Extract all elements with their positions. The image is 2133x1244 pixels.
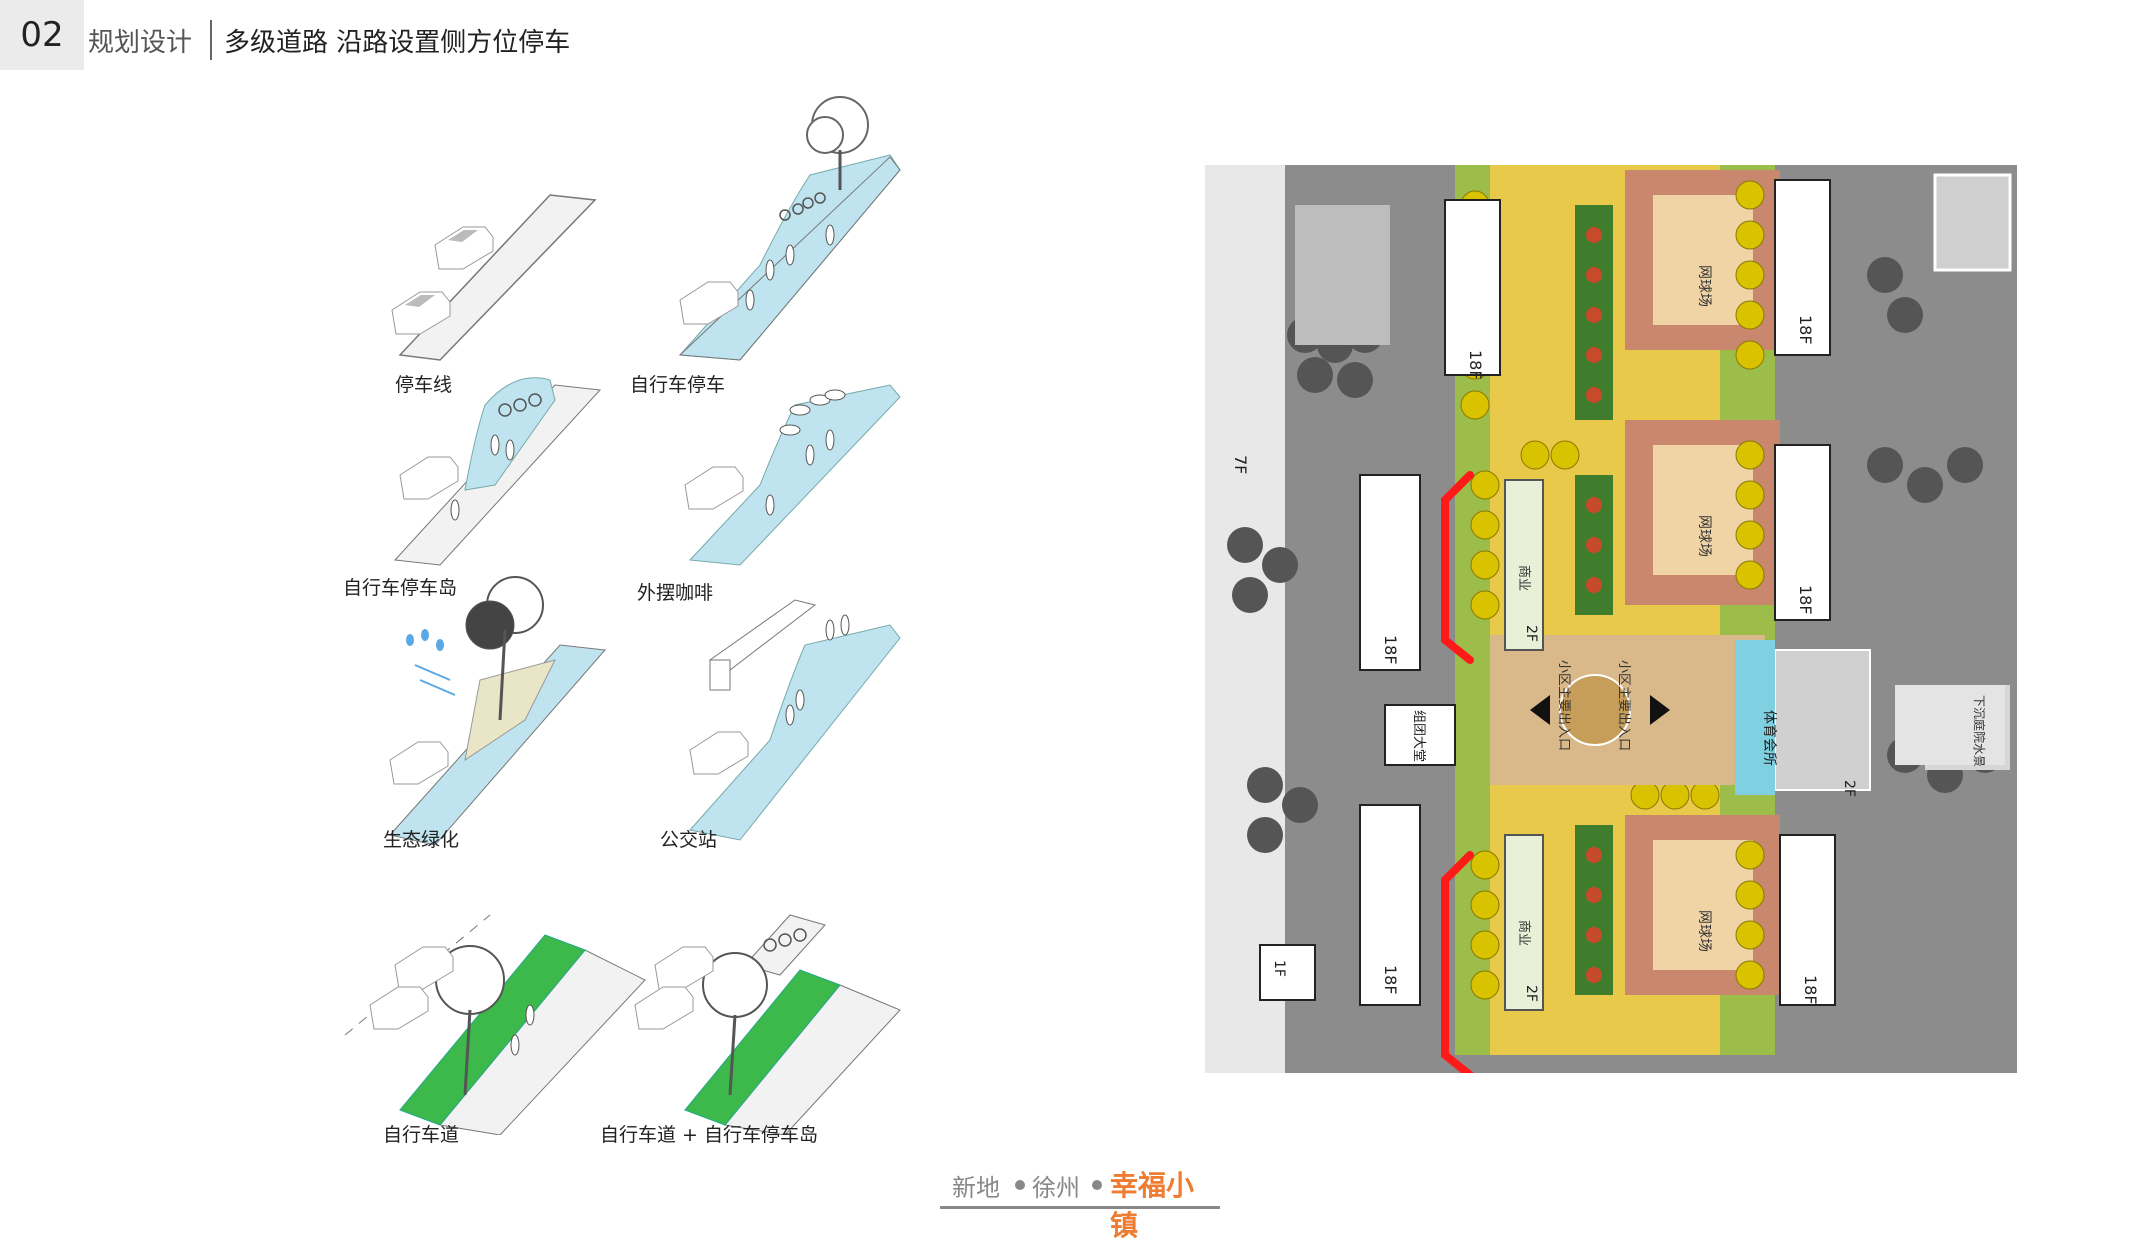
cafe-table-icon [779, 389, 846, 436]
diagram-label: 自行车道 + 自行车停车岛 [600, 1124, 818, 1146]
floor-label: 2F [1841, 780, 1857, 797]
page-number: 02 [0, 0, 84, 70]
tennis-label: 网球场 [1696, 265, 1712, 307]
sunken-plaza-label: 下沉庭院水景 [1972, 695, 1987, 767]
diagram-label: 公交站 [660, 829, 718, 851]
section-name: 规划设计 [88, 28, 193, 58]
floor-label: 18F [1801, 975, 1820, 1005]
car-icon [391, 291, 451, 335]
commercial-label: 商业 [1516, 920, 1531, 946]
header-divider [210, 20, 212, 60]
car-icon [399, 456, 459, 500]
tree-row [1586, 227, 1602, 983]
floor-label: 18F [1796, 585, 1815, 615]
diagram-label: 生态绿化 [383, 829, 460, 851]
tree-icon [806, 96, 869, 190]
footer-underline [940, 1206, 1220, 1209]
roadside-parking-highlight [1441, 851, 1474, 1073]
entrance-label: 小区主要出入口 [1616, 660, 1631, 751]
rain-icon [406, 629, 444, 651]
floor-label: 18F [1381, 635, 1400, 665]
tree-icon [702, 952, 768, 1096]
car-icon [684, 466, 744, 510]
page-title: 多级道路 沿路设置侧方位停车 [224, 28, 571, 58]
diagram-bike-parking-island [393, 377, 602, 566]
floor-label: 2F [1523, 625, 1539, 642]
car-icon [434, 226, 494, 270]
entrance-arrow-icon [1530, 695, 1550, 725]
commercial-label: 商业 [1516, 565, 1531, 591]
flow-arrow-icon [414, 664, 456, 696]
tennis-label: 网球场 [1696, 910, 1712, 952]
floor-label: 18F [1381, 965, 1400, 995]
bike-icon [763, 928, 807, 952]
bike-icon [779, 192, 826, 221]
group-building-label: 组团大堂 [1411, 710, 1426, 762]
car-icon [389, 741, 449, 785]
diagram-bike-lane-island [634, 914, 901, 1135]
tree-icon [465, 576, 544, 721]
diagram-label: 自行车停车 [630, 374, 726, 396]
people-icon [785, 614, 850, 726]
roadside-parking-highlight [1441, 471, 1474, 664]
diagram-outdoor-cafe [684, 384, 901, 566]
entrance-arrow-icon [1650, 695, 1670, 725]
footer-dot [1092, 1180, 1102, 1190]
diagram-label: 自行车道 [383, 1124, 460, 1146]
diagram-bus-stop [689, 599, 901, 841]
floor-label: 7F [1231, 455, 1250, 474]
group-building [1384, 704, 1456, 766]
people-icon [450, 434, 515, 521]
tennis-label: 网球场 [1696, 515, 1712, 557]
floor-label: 18F [1466, 350, 1485, 380]
bike-icon [498, 393, 542, 417]
bus-shelter-icon [709, 599, 817, 691]
people-icon [510, 1004, 535, 1056]
floor-label: 1F [1271, 960, 1287, 977]
footer-city: 徐州 [1032, 1174, 1080, 1202]
commercial-building [1504, 834, 1544, 1011]
footer-company: 新地 [952, 1174, 1000, 1202]
small-building [1259, 944, 1316, 1001]
car-icon [634, 946, 714, 1030]
residential-tower [1359, 179, 1836, 1006]
footer-project: 幸福小镇 [1110, 1169, 1195, 1242]
car-icon [369, 946, 454, 1030]
diagram-parking-line [391, 194, 597, 361]
people-icon [745, 224, 835, 311]
diagram-bike-parking [678, 96, 901, 361]
diagram-label: 停车线 [395, 374, 453, 396]
diagram-label: 外摆咖啡 [637, 582, 714, 604]
diagram-label: 自行车停车岛 [343, 577, 458, 599]
footer-brand: 新地 徐州 幸福小镇 [940, 1168, 1220, 1242]
floor-label: 2F [1523, 985, 1539, 1002]
car-icon [689, 731, 749, 775]
diagram-eco-greening [389, 576, 607, 846]
footer-dot [1015, 1180, 1025, 1190]
entrance-label: 小区主要出入口 [1556, 660, 1571, 751]
diagram-bike-lane [344, 914, 646, 1135]
people-icon [765, 429, 835, 516]
sports-hall-label: 体育会所 [1761, 710, 1777, 766]
site-plan: 网球场 网球场 网球场 小区主要出入口 小区主要出入口 体育会所 2F 商业 [1205, 165, 2017, 1073]
floor-label: 18F [1796, 315, 1815, 345]
commercial-building [1504, 479, 1544, 651]
sports-hall [1774, 649, 1871, 791]
car-icon [679, 281, 739, 325]
